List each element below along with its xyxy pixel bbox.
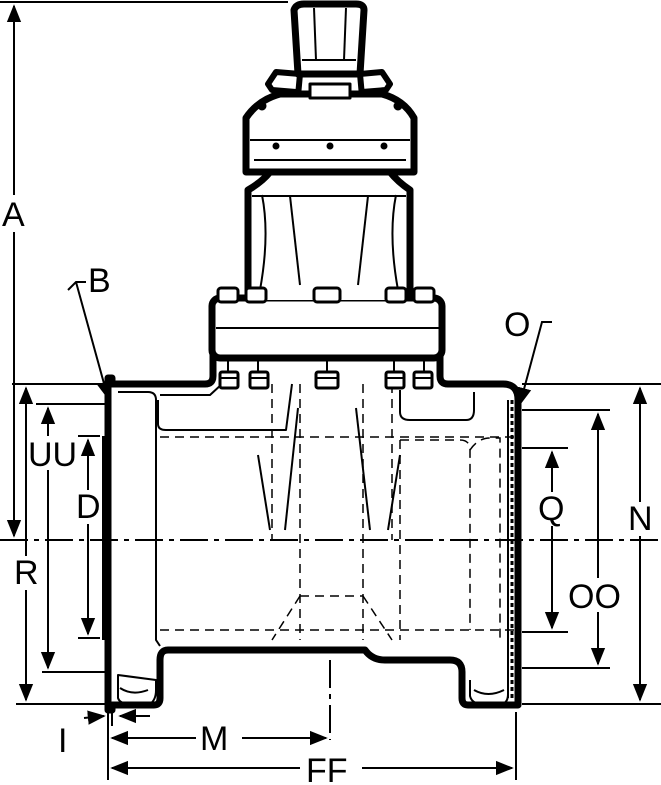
wedge	[257, 407, 401, 531]
flange-face	[102, 436, 109, 640]
leader-O	[517, 321, 552, 406]
left-foot	[117, 674, 157, 705]
label-OO: OO	[568, 578, 621, 616]
label-O: O	[504, 306, 530, 344]
body-outline	[104, 346, 522, 714]
bolt-nut	[412, 370, 434, 390]
label-M: M	[200, 720, 228, 758]
label-I: I	[58, 722, 67, 760]
bolt-head	[312, 286, 342, 304]
label-D: D	[76, 488, 101, 526]
dimension-arrows	[6, 4, 648, 776]
bolt-head	[216, 286, 240, 304]
cap-housing	[242, 90, 418, 176]
bolt-head	[244, 286, 268, 304]
right-inner-cavity	[399, 390, 475, 421]
body-inner-contour	[118, 391, 161, 647]
dimension-labels: A B O UU D R Q N OO I M FF	[2, 196, 653, 785]
label-Q: Q	[538, 490, 564, 528]
bolt-head	[412, 286, 436, 304]
bolt-nut	[218, 370, 240, 390]
label-B: B	[88, 262, 111, 300]
bonnet-bolts	[216, 286, 436, 390]
label-N: N	[628, 500, 653, 538]
label-R: R	[14, 554, 39, 592]
label-A: A	[2, 196, 25, 234]
bolt-head	[384, 286, 408, 304]
bolt-nut	[314, 370, 340, 390]
leader-B	[67, 281, 108, 398]
bolt-nut	[384, 370, 406, 390]
bonnet	[208, 0, 446, 362]
operating-nut	[265, 69, 393, 97]
label-FF: FF	[306, 752, 348, 785]
valve-body	[102, 346, 522, 714]
left-inner-cavity	[157, 383, 293, 431]
right-foot	[469, 680, 509, 705]
bonnet-neck	[244, 168, 414, 300]
bolt-nut	[248, 370, 270, 390]
label-UU: UU	[28, 436, 77, 474]
center-lines	[0, 539, 661, 740]
hidden-lines	[160, 384, 520, 641]
